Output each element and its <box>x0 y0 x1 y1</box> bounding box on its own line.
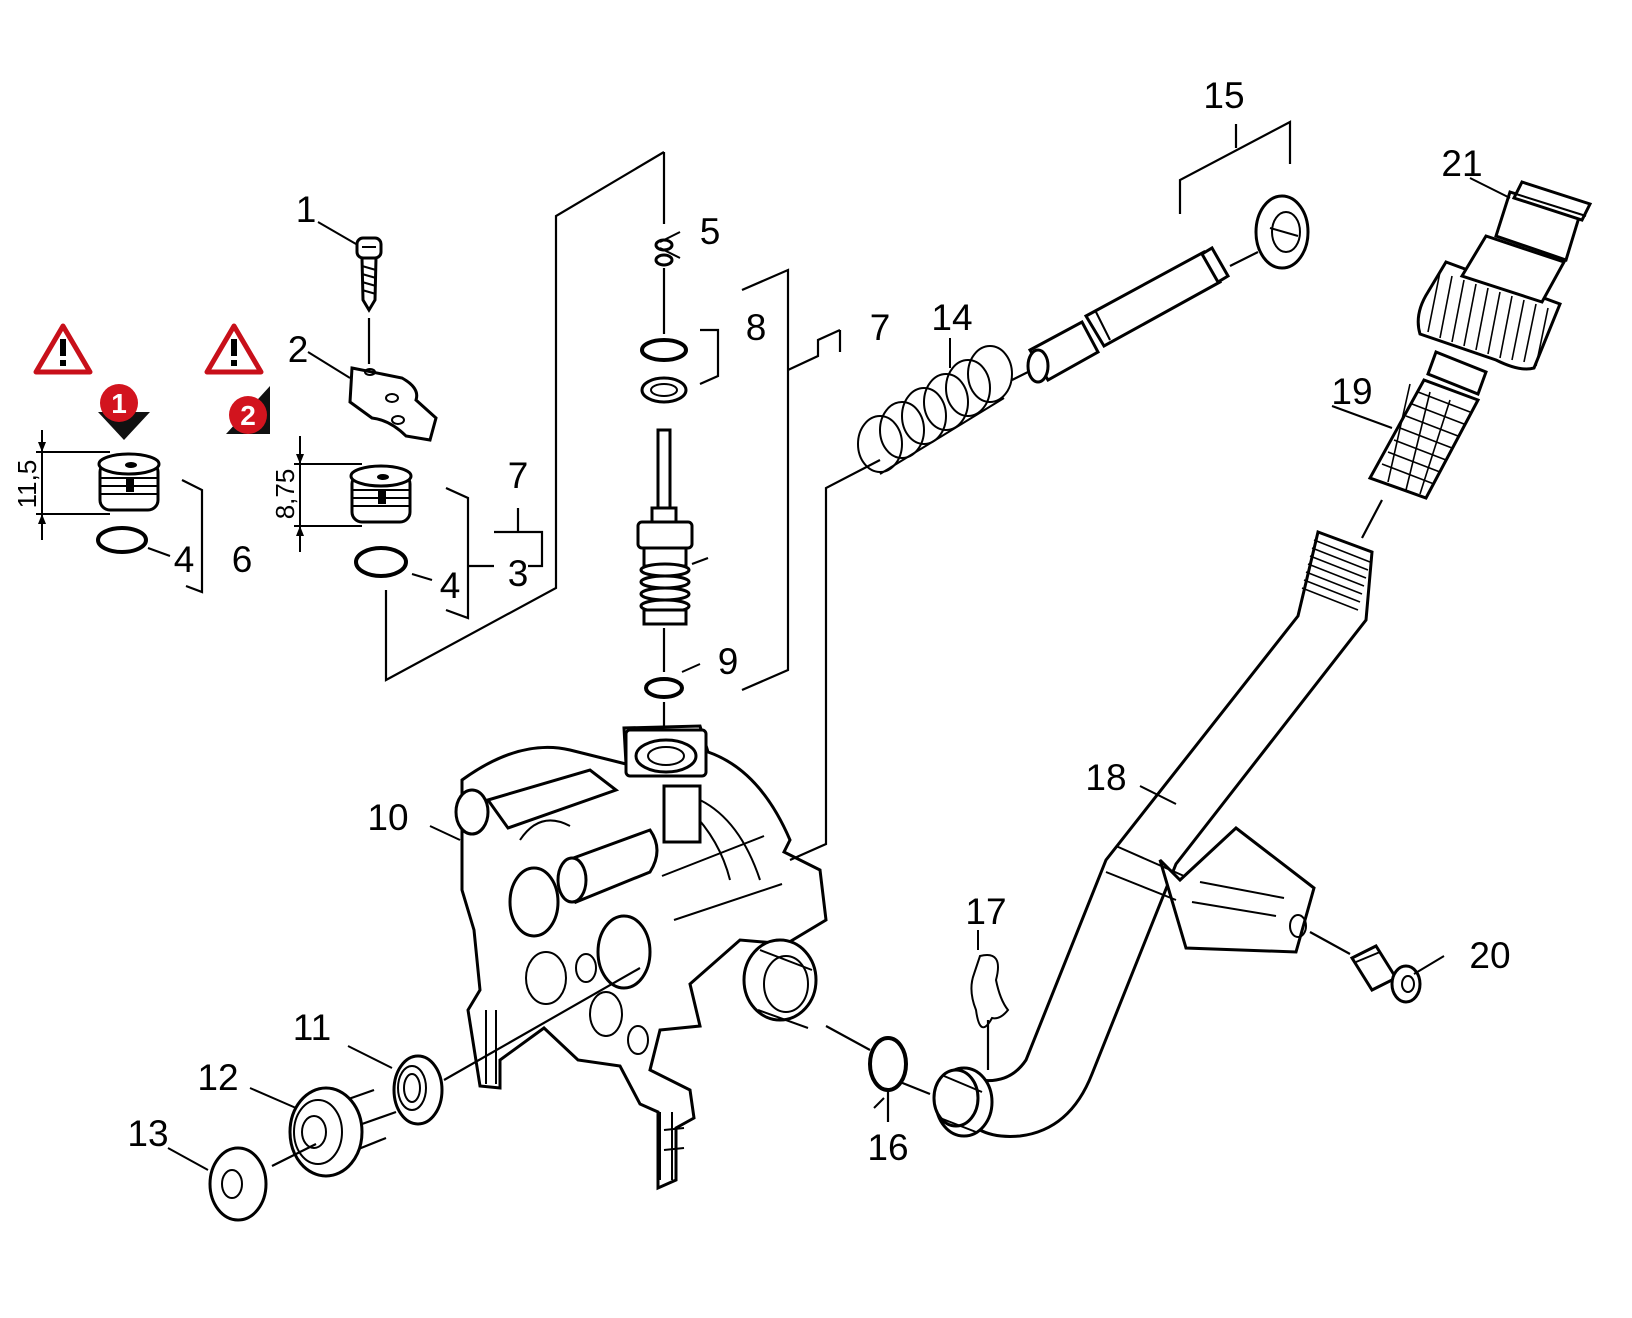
badge-1-label: 1 <box>111 388 127 419</box>
callout-12: 12 <box>197 1057 238 1098</box>
callout-2: 2 <box>288 329 309 370</box>
callout-7-left: 7 <box>508 455 529 496</box>
callout-21: 21 <box>1441 143 1482 184</box>
callout-7-right: 7 <box>870 307 891 348</box>
dimension-11-5: 11,5 <box>12 430 110 540</box>
seal-retainer-12 <box>288 1086 397 1178</box>
filter-19 <box>1367 350 1488 500</box>
callout-11: 11 <box>293 1007 331 1048</box>
callout-4-middle: 4 <box>440 565 461 606</box>
o-ring-9 <box>644 677 684 699</box>
badge-2: 2 <box>229 396 267 434</box>
plate-2 <box>348 366 438 442</box>
dimension-label: 11,5 <box>12 460 42 509</box>
connector-21 <box>1416 180 1593 371</box>
dimension-label: 8,75 <box>270 469 300 520</box>
callout-13: 13 <box>127 1113 168 1154</box>
callout-labels: 1 2 3 4 4 5 6 7 7 8 9 10 11 12 13 14 15 … <box>127 75 1510 1168</box>
callout-17: 17 <box>965 891 1006 932</box>
callout-3: 3 <box>508 553 529 594</box>
o-ring-4-left <box>96 526 148 554</box>
ball-5 <box>654 238 674 267</box>
badge-1: 1 <box>100 384 138 422</box>
callout-10: 10 <box>367 797 408 838</box>
callout-5: 5 <box>700 211 721 252</box>
warning-triangle-icon <box>204 323 264 375</box>
callout-6: 6 <box>232 539 253 580</box>
spring-14 <box>857 345 1013 475</box>
hose-clip-17 <box>970 954 1010 1070</box>
callout-16: 16 <box>867 1127 908 1168</box>
seal-11 <box>392 1054 444 1126</box>
washer-8 <box>640 376 688 404</box>
valve-6 <box>97 452 161 512</box>
callout-8: 8 <box>746 307 767 348</box>
valve-3 <box>349 464 413 524</box>
callout-1: 1 <box>296 189 317 230</box>
leader-lines <box>147 177 1511 1171</box>
suction-pipe-18 <box>932 530 1374 1138</box>
dimension-8-75: 8,75 <box>270 436 362 552</box>
callout-19: 19 <box>1331 371 1372 412</box>
callout-9: 9 <box>718 641 739 682</box>
callout-4-left: 4 <box>174 539 195 580</box>
o-ring-4-middle <box>354 546 408 578</box>
callout-14: 14 <box>931 297 972 338</box>
screw-1 <box>355 236 383 313</box>
callout-20: 20 <box>1469 935 1510 976</box>
badge-2-label: 2 <box>240 400 256 431</box>
callout-18: 18 <box>1085 757 1126 798</box>
piston-valve <box>636 428 709 626</box>
pump-housing-10 <box>454 724 828 1191</box>
o-ring-8 <box>640 338 688 362</box>
washer-13 <box>208 1146 268 1222</box>
seal-15 <box>1254 194 1310 270</box>
screw-20 <box>1349 944 1422 1004</box>
warning-triangle-icon <box>33 323 93 375</box>
piston-15 <box>1026 245 1231 384</box>
callout-15: 15 <box>1203 75 1244 116</box>
